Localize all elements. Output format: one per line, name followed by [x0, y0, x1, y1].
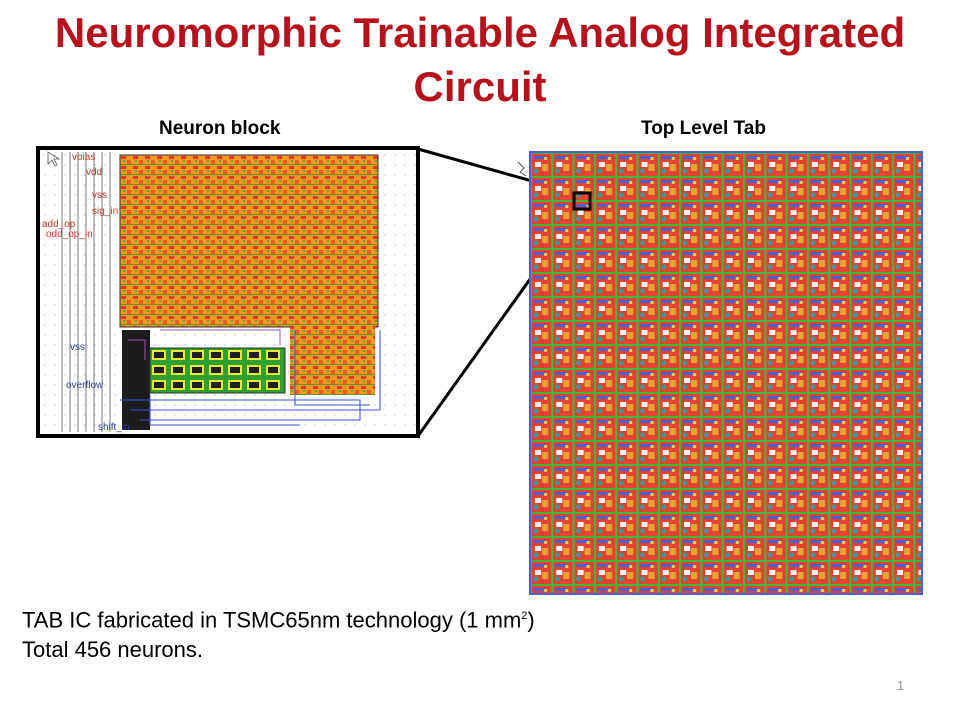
- caption-line-2: Total 456 neurons.: [22, 637, 204, 663]
- pin-label-vbias: vbias: [72, 152, 95, 163]
- top-level-tab-label: Top Level Tab: [641, 118, 766, 139]
- slide-title: Neuromorphic Trainable Analog Integrated…: [0, 6, 960, 114]
- page-number: 1: [896, 678, 904, 693]
- pin-label-add-op: add_op: [42, 219, 76, 230]
- neuron-block-label: Neuron block: [159, 118, 281, 139]
- neuron-block-image: vbias vdd vss sig_in add_op odd_op_in vs…: [36, 146, 420, 438]
- pin-label-sig-in: sig_in: [92, 206, 118, 217]
- pin-label-vss: vss: [92, 190, 107, 201]
- pin-label-shift-in: shift_in: [98, 422, 130, 433]
- caption-line-1: TAB IC fabricated in TSMC65nm technology…: [22, 601, 535, 635]
- pin-label-vdd: vdd: [86, 167, 102, 178]
- caption-superscript: 2: [521, 610, 528, 622]
- pin-label-vss-low: vss: [70, 342, 85, 353]
- pin-label-odd-op-in: odd_op_in: [46, 229, 93, 240]
- caption-line-1-end: ): [527, 607, 535, 633]
- title-line-2: Circuit: [413, 63, 547, 110]
- cursor-icon: [47, 151, 61, 167]
- caption-line-1-text: TAB IC fabricated in TSMC65nm technology…: [22, 607, 522, 633]
- top-level-chip-image: [517, 151, 923, 595]
- title-line-1: Neuromorphic Trainable Analog Integrated: [54, 9, 906, 56]
- zoom-highlight-box: [572, 191, 592, 211]
- chip-pin-icon: [517, 161, 527, 177]
- caption: TAB IC fabricated in TSMC65nm technology…: [22, 601, 535, 665]
- pin-label-overflow: overflow: [66, 380, 104, 391]
